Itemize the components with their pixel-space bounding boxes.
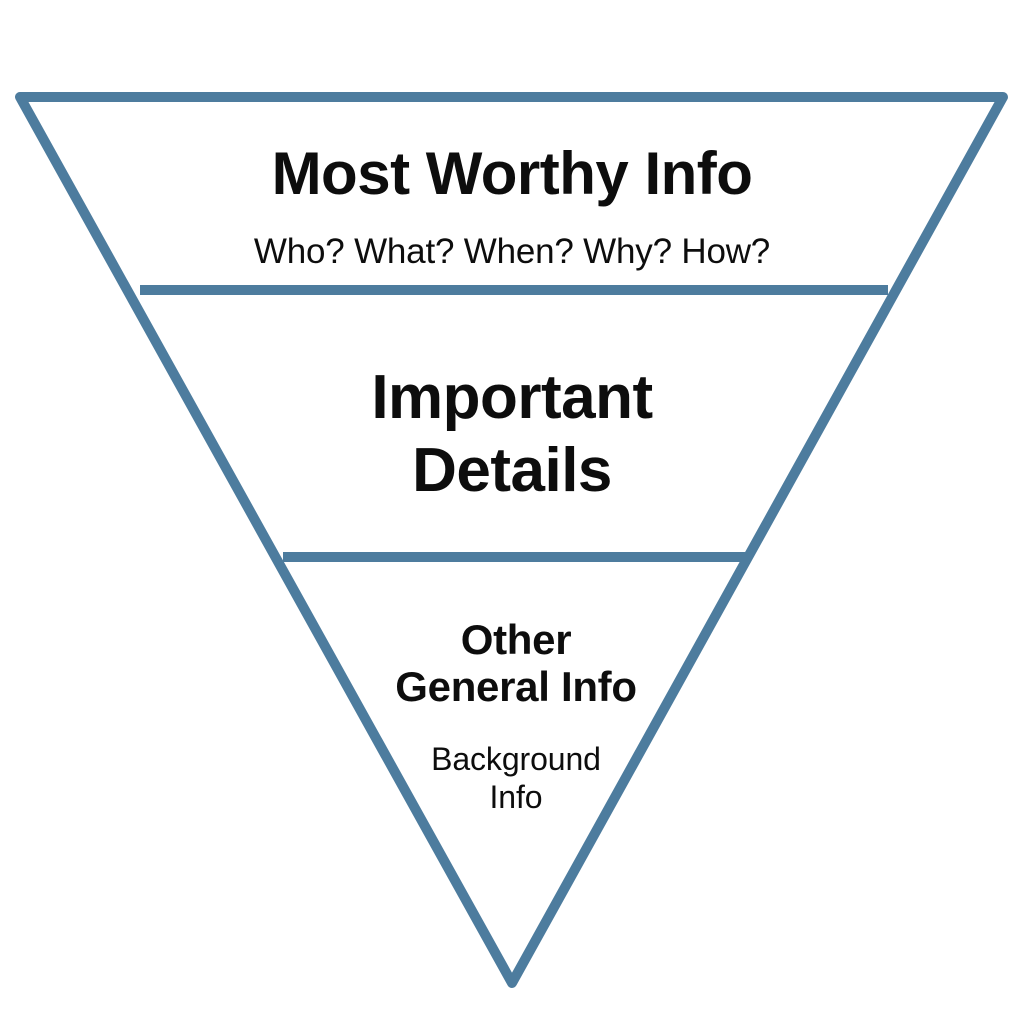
pyramid-outline (15, 92, 1008, 988)
tier-1-text-block: Most Worthy Info Who? What? When? Why? H… (0, 126, 1024, 288)
tier-3-heading: Other General Info (395, 616, 637, 711)
tier-1-heading: Most Worthy Info (271, 140, 753, 207)
tier-2-heading: Important Details (371, 363, 653, 506)
tier-3-text-block: Other General Info Background Info (4, 600, 1024, 833)
tier-3-subtext: Background Info (431, 741, 601, 816)
tier-1-subtext: Who? What? When? Why? How? (253, 232, 771, 271)
tier-2-text-block: Important Details (0, 345, 1024, 523)
